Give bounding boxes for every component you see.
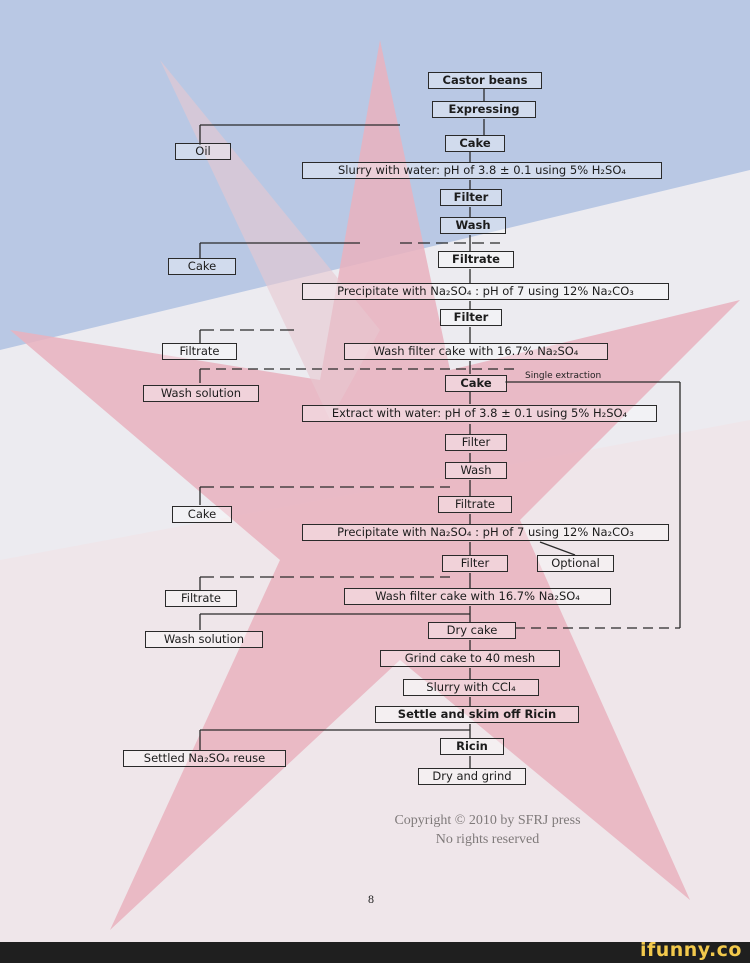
- dry-cake-box: Dry cake: [428, 622, 516, 639]
- filter-box-2: Filter: [440, 309, 502, 326]
- star-ray: [160, 60, 380, 420]
- precipitate-box-2: Precipitate with Na₂SO₄ : pH of 7 using …: [302, 524, 669, 541]
- ifunny-logo[interactable]: ifunny.co: [639, 939, 742, 961]
- wash-filter-cake-box-1: Wash filter cake with 16.7% Na₂SO₄: [344, 343, 608, 360]
- castor-beans-box: Castor beans: [428, 72, 542, 89]
- slurry-water-box: Slurry with water: pH of 3.8 ± 0.1 using…: [302, 162, 662, 179]
- wash-solution-box-2: Wash solution: [145, 631, 263, 648]
- cake-box-1: Cake: [445, 135, 505, 152]
- cake-box-2: Cake: [168, 258, 236, 275]
- wash-box-1: Wash: [440, 217, 506, 234]
- filter-box-4: Filter: [442, 555, 508, 572]
- cake-box-4: Cake: [172, 506, 232, 523]
- page-number: 8: [368, 892, 374, 906]
- extract-water-box: Extract with water: pH of 3.8 ± 0.1 usin…: [302, 405, 657, 422]
- precipitate-box-1: Precipitate with Na₂SO₄ : pH of 7 using …: [302, 283, 669, 300]
- filtrate-box-3: Filtrate: [438, 496, 512, 513]
- watermark-bar: ifunny.co: [0, 939, 750, 963]
- single-extraction-label: Single extraction: [525, 371, 602, 381]
- filtrate-box-1: Filtrate: [438, 251, 514, 268]
- grind-cake-box: Grind cake to 40 mesh: [380, 650, 560, 667]
- filtrate-box-2: Filtrate: [162, 343, 237, 360]
- rights-text: No rights reserved: [435, 832, 540, 847]
- dry-and-grind-box: Dry and grind: [418, 768, 526, 785]
- optional-box: Optional: [537, 555, 614, 572]
- wash-filter-cake-box-2: Wash filter cake with 16.7% Na₂SO₄: [344, 588, 611, 605]
- red-star: [10, 40, 740, 930]
- oil-box: Oil: [175, 143, 231, 160]
- wash-solution-box-1: Wash solution: [143, 385, 259, 402]
- settle-skim-box: Settle and skim off Ricin: [375, 706, 579, 723]
- settled-na2so4-box: Settled Na₂SO₄ reuse: [123, 750, 286, 767]
- copyright-text: Copyright © 2010 by SFRJ press: [394, 813, 581, 828]
- slurry-ccl4-box: Slurry with CCl₄: [403, 679, 539, 696]
- expressing-box: Expressing: [432, 101, 536, 118]
- filter-box-1: Filter: [440, 189, 502, 206]
- wash-box-2: Wash: [445, 462, 507, 479]
- filter-box-3: Filter: [445, 434, 507, 451]
- filtrate-box-4: Filtrate: [165, 590, 237, 607]
- ricin-box: Ricin: [440, 738, 504, 755]
- cake-box-3: Cake: [445, 375, 507, 392]
